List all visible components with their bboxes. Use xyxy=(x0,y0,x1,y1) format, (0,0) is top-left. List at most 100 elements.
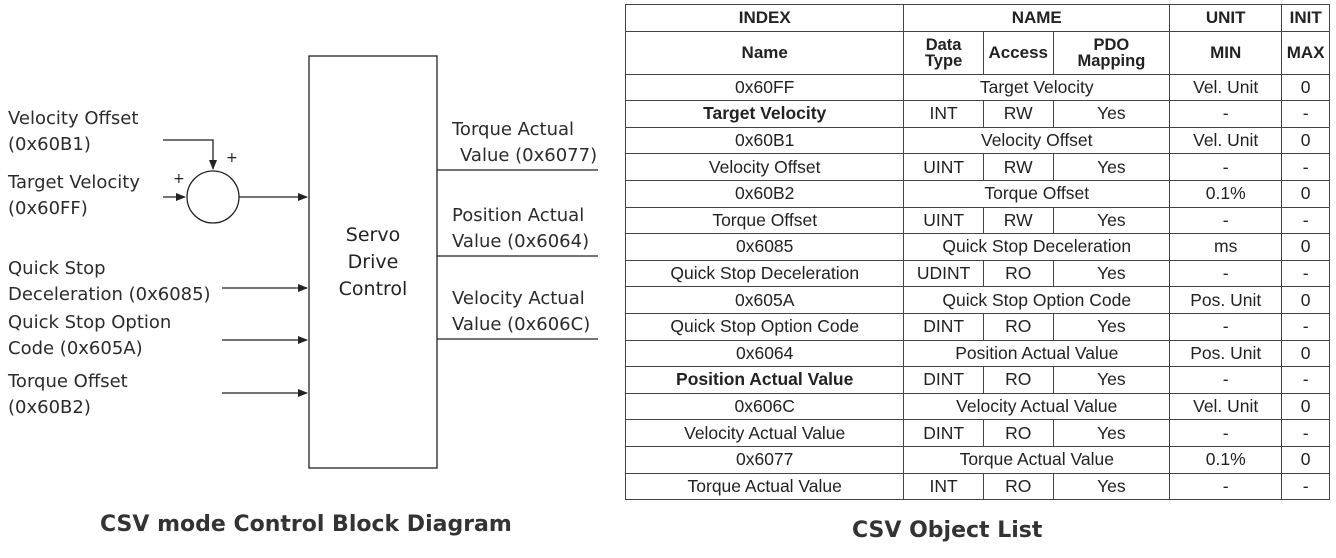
cell-title: Position Actual Value xyxy=(903,339,1171,368)
header-row-1: INDEX NAME UNIT INIT xyxy=(624,4,1330,32)
diagram-caption: CSV mode Control Block Diagram xyxy=(100,512,512,537)
cell-name: Quick Stop Option Code xyxy=(624,312,905,341)
cell-access: RO xyxy=(982,366,1054,394)
cell-init: 0 xyxy=(1281,286,1330,314)
cell-index: 0x60FF xyxy=(624,73,905,102)
cell-max: - xyxy=(1281,472,1330,501)
table-caption: CSV Object List xyxy=(852,518,1043,543)
cell-name: Target Velocity xyxy=(624,100,905,128)
cell-name: Velocity Offset xyxy=(624,153,905,181)
plus-sign-left: + xyxy=(173,171,185,187)
cell-index: 0x606C xyxy=(624,392,905,421)
cell-init: 0 xyxy=(1281,126,1330,155)
cell-access: RO xyxy=(982,472,1054,501)
cell-name: Quick Stop Deceleration xyxy=(624,259,905,288)
cell-init: 0 xyxy=(1281,179,1330,208)
cell-init: 0 xyxy=(1281,445,1330,474)
cell-index: 0x605A xyxy=(624,286,905,314)
cell-unit: Pos. Unit xyxy=(1169,286,1283,314)
cell-max: - xyxy=(1281,259,1330,288)
cell-title: Torque Offset xyxy=(903,179,1171,208)
plus-sign-top: + xyxy=(226,150,238,166)
velocity-offset-label: Velocity Offset(0x60B1) xyxy=(8,108,139,155)
cell-pdo-mapping: Yes xyxy=(1052,259,1171,288)
header-max: MAX xyxy=(1281,30,1330,75)
cell-title: Quick Stop Option Code xyxy=(903,286,1171,314)
cell-data-type: UDINT xyxy=(903,259,984,288)
header-access: Access xyxy=(982,30,1054,75)
cell-init: 0 xyxy=(1281,233,1330,261)
cell-index: 0x6085 xyxy=(624,233,905,261)
cell-title: Velocity Offset xyxy=(903,126,1171,155)
cell-min: - xyxy=(1169,419,1283,447)
cell-min: - xyxy=(1169,259,1283,288)
cell-title: Velocity Actual Value xyxy=(903,392,1171,421)
diagram-lines xyxy=(163,55,598,469)
header-name: Name xyxy=(624,30,905,75)
cell-title: Torque Actual Value xyxy=(903,445,1171,474)
cell-access: RW xyxy=(982,100,1054,128)
cell-data-type: DINT xyxy=(903,312,984,341)
cell-pdo-mapping: Yes xyxy=(1052,419,1171,447)
cell-access: RO xyxy=(982,312,1054,341)
cell-unit: Vel. Unit xyxy=(1169,126,1283,155)
cell-name: Torque Actual Value xyxy=(624,472,905,501)
cell-min: - xyxy=(1169,206,1283,235)
cell-access: RW xyxy=(982,153,1054,181)
cell-name: Position Actual Value xyxy=(624,366,905,394)
cell-data-type: DINT xyxy=(903,366,984,394)
cell-unit: Vel. Unit xyxy=(1169,73,1283,102)
cell-data-type: INT xyxy=(903,472,984,501)
cell-access: RO xyxy=(982,259,1054,288)
cell-max: - xyxy=(1281,419,1330,447)
summing-junction xyxy=(186,170,240,224)
header-init: INIT xyxy=(1281,4,1330,32)
cell-max: - xyxy=(1281,100,1330,128)
cell-access: RO xyxy=(982,419,1054,447)
cell-pdo-mapping: Yes xyxy=(1052,312,1171,341)
cell-index: 0x6064 xyxy=(624,339,905,368)
velocity-offset-arrow xyxy=(163,139,217,170)
header-min: MIN xyxy=(1169,30,1283,75)
cell-max: - xyxy=(1281,312,1330,341)
cell-max: - xyxy=(1281,153,1330,181)
cell-name: Torque Offset xyxy=(624,206,905,235)
cell-init: 0 xyxy=(1281,339,1330,368)
header-name-group: NAME xyxy=(903,4,1171,32)
cell-data-type: INT xyxy=(903,100,984,128)
header-unit: UNIT xyxy=(1169,4,1283,32)
cell-name: Velocity Actual Value xyxy=(624,419,905,447)
cell-min: - xyxy=(1169,153,1283,181)
cell-pdo-mapping: Yes xyxy=(1052,153,1171,181)
cell-data-type: UINT xyxy=(903,206,984,235)
cell-min: - xyxy=(1169,366,1283,394)
cell-min: - xyxy=(1169,472,1283,501)
cell-unit: 0.1% xyxy=(1169,445,1283,474)
cell-pdo-mapping: Yes xyxy=(1052,206,1171,235)
cell-index: 0x60B1 xyxy=(624,126,905,155)
cell-unit: Pos. Unit xyxy=(1169,339,1283,368)
target-velocity-label: Target Velocity(0x60FF) xyxy=(8,172,141,219)
cell-access: RW xyxy=(982,206,1054,235)
